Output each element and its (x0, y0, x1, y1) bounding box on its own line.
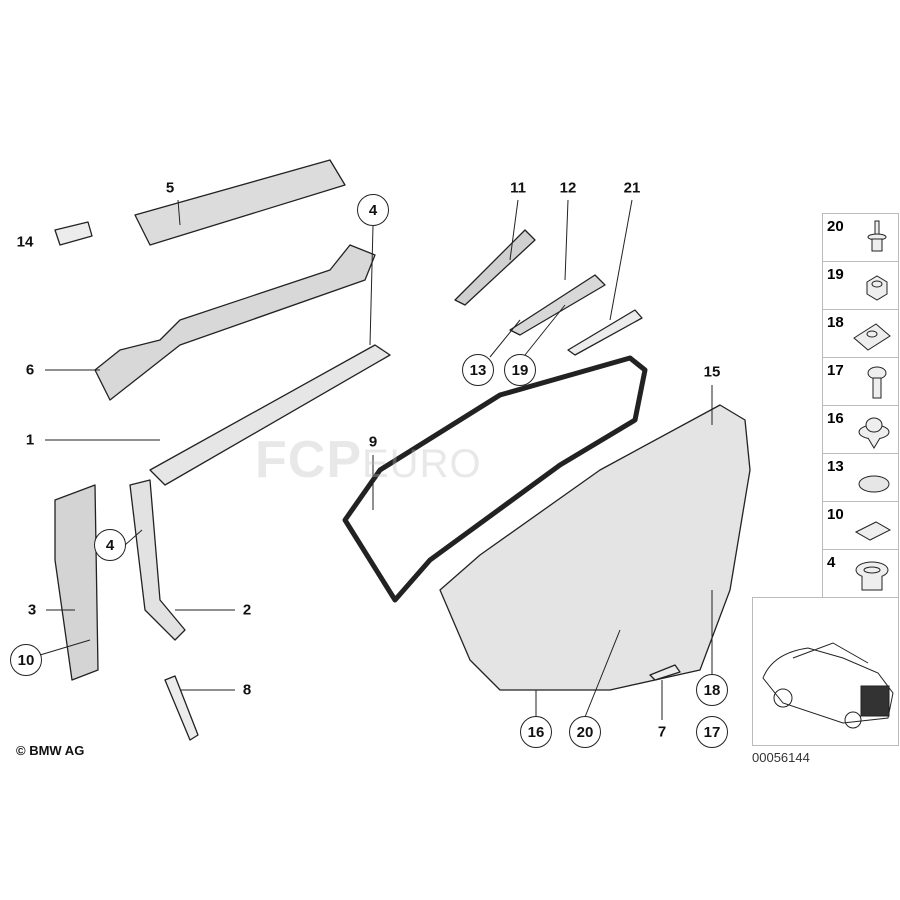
fastener-number: 13 (827, 458, 844, 475)
watermark-main: FCP (255, 431, 362, 489)
fastener-number: 10 (827, 506, 844, 523)
watermark-suffix: EURO (362, 442, 482, 486)
hex-nut-icon (866, 275, 888, 301)
part-2-pillar-strip (129, 479, 186, 641)
fastener-number: 18 (827, 314, 844, 331)
part-5-trim-panel (134, 159, 346, 246)
push-pin-rivet-icon (867, 220, 887, 252)
part-8-strip (164, 675, 199, 741)
fastener-19[interactable]: 19 (823, 262, 898, 310)
part-11-handle-trim (454, 229, 536, 306)
callout-10[interactable]: 10 (10, 644, 42, 676)
vehicle-locator-thumbnail (752, 597, 899, 746)
callout-3[interactable]: 3 (27, 601, 37, 619)
spring-nut-clip-icon (853, 323, 891, 351)
fastener-10[interactable]: 10 (823, 502, 898, 550)
callout-11[interactable]: 11 (510, 179, 526, 197)
fastener-number: 20 (827, 218, 844, 235)
fastener-16[interactable]: 16 (823, 406, 898, 454)
part-1-trim-strip (149, 344, 391, 486)
callout-13[interactable]: 13 (462, 354, 494, 386)
fastener-number: 4 (827, 554, 836, 571)
fastener-legend: 20 19 18 17 16 13 10 4 (822, 213, 899, 598)
cover-cap-icon (858, 475, 890, 493)
callout-19[interactable]: 19 (504, 354, 536, 386)
fastener-20[interactable]: 20 (823, 214, 898, 262)
grommet-clip-icon (855, 561, 889, 591)
callout-7[interactable]: 7 (657, 723, 667, 741)
fastener-number: 17 (827, 362, 844, 379)
part-6-trim-panel (94, 244, 376, 401)
part-9-seal (342, 355, 648, 603)
callout-14[interactable]: 14 (16, 233, 34, 251)
screw-icon (867, 366, 887, 399)
fastener-number: 19 (827, 266, 844, 283)
part-7-bracket (649, 664, 681, 681)
callout-16[interactable]: 16 (520, 716, 552, 748)
diagram-number: 00056144 (752, 750, 810, 765)
callout-12[interactable]: 12 (559, 179, 577, 197)
part-14-clip (54, 221, 93, 246)
fastener-13[interactable]: 13 (823, 454, 898, 502)
part-15-tailgate-trim (439, 404, 751, 691)
callout-5[interactable]: 5 (165, 179, 175, 197)
callout-8[interactable]: 8 (242, 681, 252, 699)
callout-6[interactable]: 6 (25, 361, 35, 379)
fastener-17[interactable]: 17 (823, 358, 898, 406)
part-3-pillar-trim (54, 484, 99, 681)
car-icon (762, 642, 894, 729)
fastener-18[interactable]: 18 (823, 310, 898, 358)
copyright: © BMW AG (16, 743, 85, 758)
plug-cover-icon (854, 521, 892, 541)
callout-4-left[interactable]: 4 (94, 529, 126, 561)
part-12-handle-trim (509, 274, 606, 336)
callout-17[interactable]: 17 (696, 716, 728, 748)
callout-9[interactable]: 9 (368, 433, 378, 451)
callout-4-top[interactable]: 4 (357, 194, 389, 226)
fastener-4[interactable]: 4 (823, 550, 898, 597)
fastener-number: 16 (827, 410, 844, 427)
part-21-cover (567, 309, 643, 356)
callout-21[interactable]: 21 (623, 179, 641, 197)
callout-20[interactable]: 20 (569, 716, 601, 748)
watermark: FCPEURO (255, 430, 482, 490)
callout-2[interactable]: 2 (242, 601, 252, 619)
callout-1[interactable]: 1 (25, 431, 35, 449)
expanding-rivet-icon (858, 417, 890, 449)
callout-15[interactable]: 15 (703, 363, 721, 381)
callout-18[interactable]: 18 (696, 674, 728, 706)
